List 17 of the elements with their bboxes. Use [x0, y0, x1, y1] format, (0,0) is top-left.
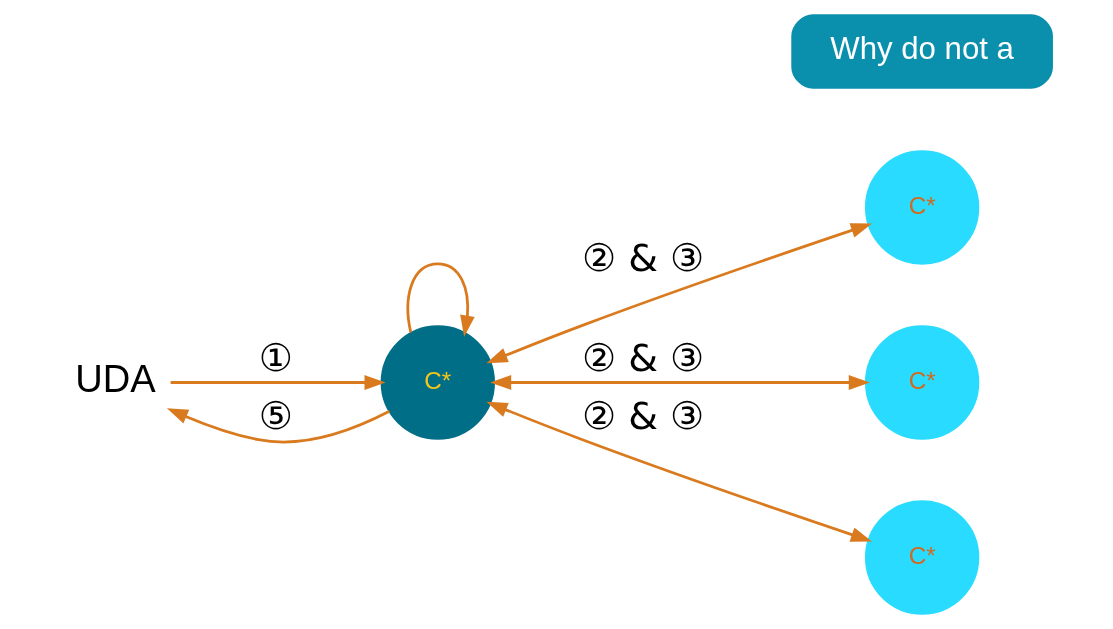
- arrow: [406, 262, 475, 337]
- arrow: [166, 408, 390, 444]
- node-circle: C*: [864, 150, 980, 265]
- arrow: [490, 375, 870, 390]
- edge-label: ② & ③: [582, 235, 705, 280]
- edge-label: ② & ③: [582, 336, 705, 381]
- node-circle: C*: [380, 325, 495, 440]
- edge-label: ② & ③: [582, 393, 705, 438]
- arrow: [486, 223, 872, 364]
- edge-label: ①: [258, 336, 293, 381]
- arrow: [170, 375, 386, 390]
- node-text: UDA: [75, 357, 156, 401]
- edge-label: ⑤: [258, 393, 293, 438]
- node-box: Why do not a: [791, 14, 1053, 89]
- node-circle: C*: [864, 500, 980, 615]
- node-circle: C*: [864, 325, 980, 440]
- arrow: [486, 401, 872, 542]
